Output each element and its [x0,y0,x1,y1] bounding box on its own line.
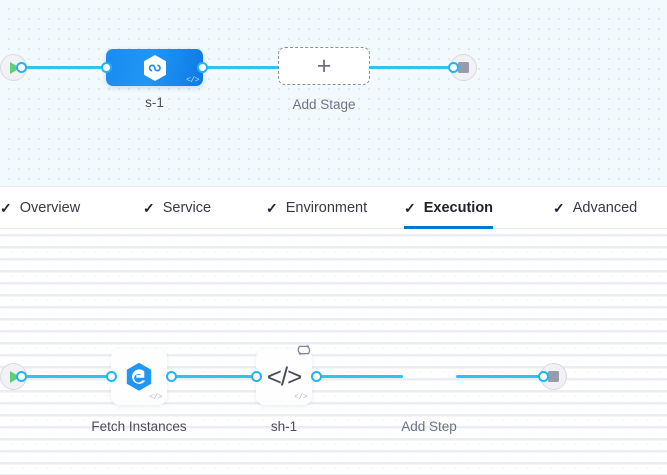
step-node-sh-1[interactable]: </> </> [256,349,312,405]
stage-label-s-1: s-1 [145,95,164,110]
port-exec-end-in[interactable] [538,371,549,382]
tab-execution[interactable]: ✓ Execution [404,186,494,229]
connector-addstage-to-end [366,66,459,69]
loop-retry-icon [297,344,311,356]
execution-steps-canvas[interactable]: </> Fetch Instances </> </> sh-1 + Add S… [0,229,667,475]
shell-script-code-icon: </> [266,361,303,392]
add-step-label: Add Step [401,419,457,434]
check-icon: ✓ [0,199,12,216]
port-sh1-out[interactable] [311,371,322,382]
port-exec-start-out[interactable] [16,371,27,382]
port-fetch-out[interactable] [166,371,177,382]
connector-fetch-to-sh1 [172,375,258,378]
connector-stage-to-addstage [198,66,284,69]
stop-icon [548,371,559,382]
check-icon: ✓ [266,199,278,216]
stop-icon [458,62,469,73]
plus-icon: + [316,51,332,80]
step-label-fetch-instances: Fetch Instances [91,419,187,434]
play-icon [10,370,20,383]
tab-overview-label: Overview [19,199,81,216]
port-stage-in[interactable] [101,62,112,73]
check-icon: ✓ [404,199,416,216]
tab-advanced-label: Advanced [572,199,638,216]
stage-config-tabbar: ✓ Overview ✓ Service ✓ Environment ✓ Exe… [0,186,667,229]
port-stage-out[interactable] [197,62,208,73]
deployment-hexagon-infinity-icon [143,54,166,81]
play-icon [10,61,20,74]
connector-start-to-fetch [20,375,115,378]
tab-advanced[interactable]: ✓ Advanced [553,186,637,229]
add-stage-button[interactable]: + [278,47,370,85]
tab-execution-label: Execution [423,199,494,216]
stage-canvas[interactable]: </> s-1 + Add Stage [0,0,667,186]
pipeline-start-node[interactable] [0,54,27,81]
stage-code-badge-icon: </> [186,76,199,85]
connector-start-to-stage [20,66,115,69]
step-label-sh-1: sh-1 [270,419,298,434]
port-fetch-in[interactable] [106,371,117,382]
step-code-badge-icon: </> [149,393,162,402]
check-icon: ✓ [553,199,565,216]
stage-node-s-1[interactable]: </> [106,49,203,86]
step-code-badge-icon: </> [294,393,307,402]
tab-service[interactable]: ✓ Service [143,186,211,229]
tab-service-label: Service [162,199,212,216]
tab-overview[interactable]: ✓ Overview [0,186,80,229]
tab-environment[interactable]: ✓ Environment [266,186,367,229]
connector-sh1-to-addstep [315,375,403,378]
connector-addstep-to-end [456,375,549,378]
port-sh1-in[interactable] [251,371,262,382]
check-icon: ✓ [143,199,155,216]
fetch-instances-hexagon-icon [126,362,152,391]
add-stage-label: Add Stage [292,97,356,112]
step-node-fetch-instances[interactable]: </> [111,349,167,405]
port-end-in[interactable] [448,62,459,73]
tab-environment-label: Environment [285,199,368,216]
port-start-out[interactable] [16,62,27,73]
